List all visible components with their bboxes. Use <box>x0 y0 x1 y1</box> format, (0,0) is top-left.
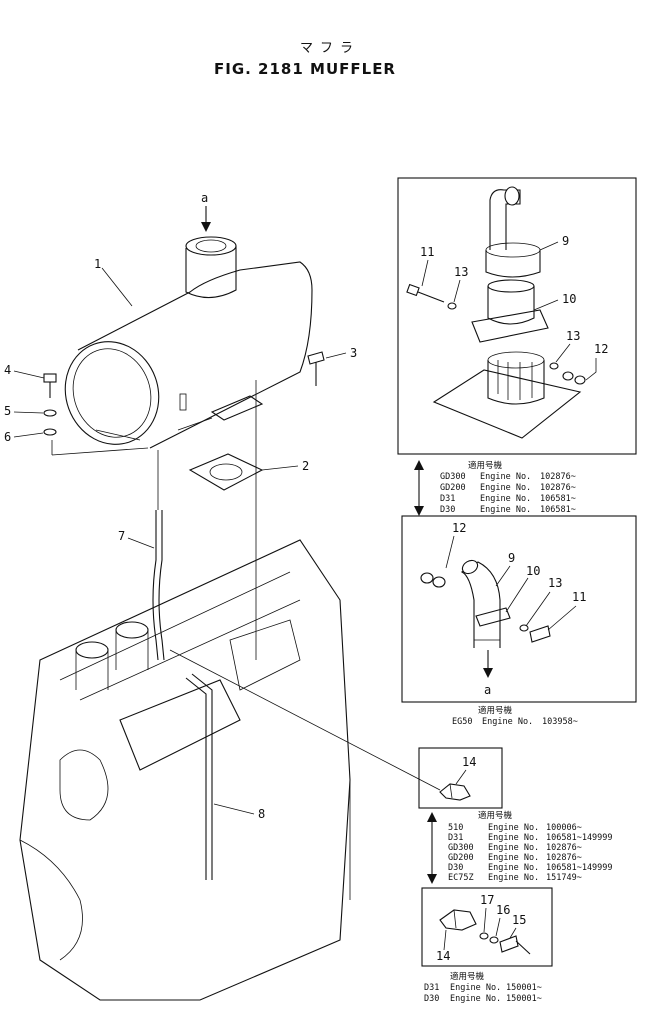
callout-5: 5 <box>4 404 11 418</box>
g1-r3-model: D30 <box>440 505 455 515</box>
detail-box-4 <box>421 887 553 967</box>
g3-r3-model: GD200 <box>448 853 474 863</box>
callout-b1-12: 12 <box>594 342 608 356</box>
g3-r4-serial: 106581~149999 <box>546 863 613 873</box>
callout-b1-13b: 13 <box>566 329 580 343</box>
g3-r3-serial: 102876~ <box>546 853 582 863</box>
g1-r1-serial: 102876~ <box>540 483 576 493</box>
g2-r0-serial: 103958~ <box>542 717 578 727</box>
g3-r5-model: EC75Z <box>448 873 474 883</box>
g1-r3-label: Engine No. <box>480 505 531 515</box>
g3-r5-serial: 151749~ <box>546 873 582 883</box>
detail-box-2-drawing: 12 9 10 13 11 a <box>420 521 586 697</box>
callout-b1-13a: 13 <box>454 265 468 279</box>
callout-a-main: a <box>201 191 208 205</box>
callout-1: 1 <box>94 257 101 271</box>
applicability-group-2: 適用号機 EG50 Engine No. 103958~ <box>452 705 578 727</box>
double-arrow-1 <box>414 460 424 516</box>
g2-r0-label: Engine No. <box>482 717 533 727</box>
callout-b1-9: 9 <box>562 234 569 248</box>
figure-title: FIG. 2181 MUFFLER <box>214 60 396 78</box>
g3-r2-model: GD300 <box>448 843 474 853</box>
callout-b4-17: 17 <box>480 893 494 907</box>
callout-b4-14: 14 <box>436 949 450 963</box>
g3-r1-serial: 106581~149999 <box>546 833 613 843</box>
detail-box-1 <box>397 177 637 455</box>
callout-b2-9: 9 <box>508 551 515 565</box>
detail-box-2 <box>401 515 637 703</box>
applicability-group-3: 適用号機 510 Engine No. 100006~ D31 Engine N… <box>448 810 613 883</box>
g1-r0-label: Engine No. <box>480 472 531 482</box>
callout-2: 2 <box>302 459 309 473</box>
g3-r0-model: 510 <box>448 823 463 833</box>
g1-r1-model: GD200 <box>440 483 466 493</box>
g3-r4-label: Engine No. <box>488 863 539 873</box>
g4-r0-label: Engine No. <box>450 983 501 993</box>
group3-header: 適用号機 <box>478 810 513 821</box>
g1-r0-serial: 102876~ <box>540 472 576 482</box>
group2-header: 適用号機 <box>478 705 513 716</box>
double-arrow-2 <box>427 812 437 884</box>
g1-r1-label: Engine No. <box>480 483 531 493</box>
g3-r2-label: Engine No. <box>488 843 539 853</box>
callout-8: 8 <box>258 807 265 821</box>
g4-r1-serial: 150001~ <box>506 994 542 1004</box>
detail-box-3-drawing: 14 <box>439 755 476 801</box>
detail-box-4-drawing: 14 17 16 15 <box>436 893 531 963</box>
callout-4: 4 <box>4 363 11 377</box>
g1-r2-serial: 106581~ <box>540 494 576 504</box>
callout-a-detail: a <box>484 683 491 697</box>
detail-box-3 <box>418 747 503 809</box>
g3-r0-label: Engine No. <box>488 823 539 833</box>
muffler-drawing: a 1 3 4 5 6 <box>4 191 441 1001</box>
g1-r3-serial: 106581~ <box>540 505 576 515</box>
callout-3: 3 <box>350 346 357 360</box>
title-kana: マフラ <box>300 41 360 56</box>
g4-r1-label: Engine No. <box>450 994 501 1004</box>
g1-r2-label: Engine No. <box>480 494 531 504</box>
g4-r0-model: D31 <box>424 983 439 993</box>
g3-r2-serial: 102876~ <box>546 843 582 853</box>
g3-r1-model: D31 <box>448 833 463 843</box>
callout-7: 7 <box>118 529 125 543</box>
g3-r1-label: Engine No. <box>488 833 539 843</box>
callout-6: 6 <box>4 430 11 444</box>
callout-b3-14: 14 <box>462 755 476 769</box>
callout-b2-13: 13 <box>548 576 562 590</box>
callout-b2-10: 10 <box>526 564 540 578</box>
applicability-group-1: 適用号機 GD300 Engine No. 102876~ GD200 Engi… <box>440 460 576 515</box>
g3-r4-model: D30 <box>448 863 463 873</box>
callout-b1-11: 11 <box>420 245 434 259</box>
group4-header: 適用号機 <box>450 971 485 982</box>
g3-r0-serial: 100006~ <box>546 823 582 833</box>
g2-r0-model: EG50 <box>452 717 472 727</box>
callout-b4-15: 15 <box>512 913 526 927</box>
callout-b2-12: 12 <box>452 521 466 535</box>
callout-b4-16: 16 <box>496 903 510 917</box>
g4-r1-model: D30 <box>424 994 439 1004</box>
callout-b2-11: 11 <box>572 590 586 604</box>
detail-box-1-drawing: 9 10 11 13 13 12 <box>406 186 608 439</box>
g3-r5-label: Engine No. <box>488 873 539 883</box>
callout-b1-10: 10 <box>562 292 576 306</box>
g3-r3-label: Engine No. <box>488 853 539 863</box>
g4-r0-serial: 150001~ <box>506 983 542 993</box>
group1-header: 適用号機 <box>468 460 503 471</box>
g1-r2-model: D31 <box>440 494 455 504</box>
g1-r0-model: GD300 <box>440 472 466 482</box>
applicability-group-4: 適用号機 D31 Engine No. 150001~ D30 Engine N… <box>424 971 542 1004</box>
